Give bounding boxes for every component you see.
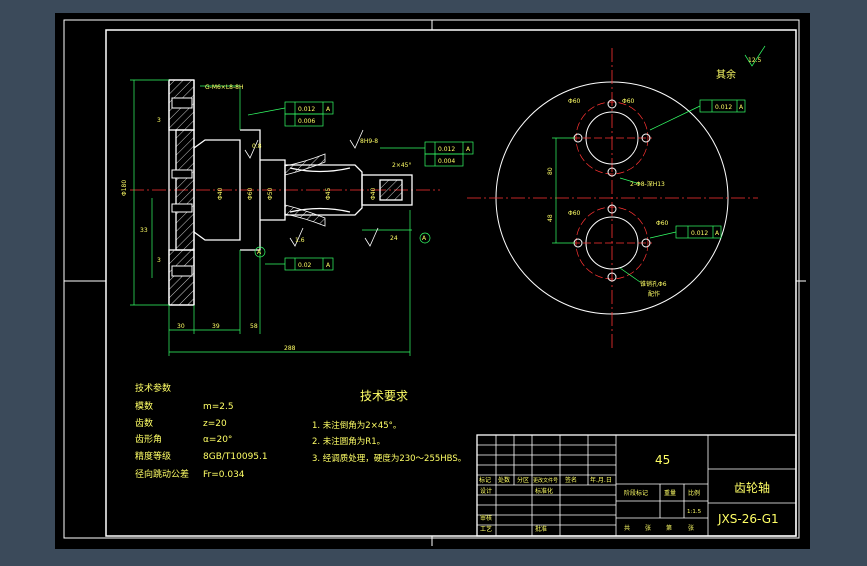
tb-review: 审核 (480, 514, 492, 522)
pos-tol-2: 0.012 (691, 230, 708, 237)
dim-58: 58 (250, 323, 258, 330)
tb-sheets-cur: 第 (666, 524, 672, 532)
tb-zhang2: 张 (688, 524, 694, 532)
flange-side-view: 12.5 其余 Φ60 Φ60 Φ60 Φ60 80 48 0.012 A 0.… (467, 45, 766, 348)
tech-param-label-0: 模数 (135, 400, 153, 412)
tech-param-value-2: α=20° (203, 435, 232, 445)
tb-h-fq: 分区 (517, 476, 529, 484)
roughness-marks (244, 129, 379, 247)
tb-h-cs: 处数 (498, 476, 510, 484)
tech-param-label-1: 齿数 (135, 417, 153, 429)
gdt3-val: 0.012 (438, 146, 455, 153)
tech-param-value-4: Fr=0.034 (203, 470, 245, 480)
tb-design: 设计 (480, 487, 492, 495)
title-block-text: 45 齿轮轴 JXS-26-G1 1:1.5 标记 处数 分区 更改文件号 签名… (479, 453, 779, 533)
pos-tol-1: 0.012 (715, 104, 732, 111)
dim-dia-left: Φ180 (121, 180, 128, 196)
tech-param-value-1: z=20 (203, 419, 227, 429)
tb-scale: 1:1.5 (687, 509, 702, 515)
vertical-dim2: 48 (547, 214, 554, 222)
hole-dia-4: Φ60 (656, 220, 669, 227)
centering-marks (64, 20, 806, 546)
tb-h-bj: 标记 (479, 476, 491, 484)
roughness-value: 12.5 (748, 57, 762, 64)
tb-drawing-no: JXS-26-G1 (717, 512, 779, 526)
hole-dia-2: Φ60 (622, 98, 635, 105)
dim-dia-mid1: Φ60 (247, 187, 254, 200)
tb-stdz: 标准化 (535, 487, 553, 495)
thread-note-side-2: 配作 (648, 290, 660, 298)
dim-dia-bore: Φ40 (217, 187, 224, 200)
tech-param-label-2: 齿形角 (135, 433, 162, 445)
pos-tol-2-ref: A (715, 230, 720, 237)
thread-note-side: 锥销孔Φ6 (640, 280, 667, 288)
tech-params-title: 技术参数 (135, 382, 171, 394)
title-block (476, 434, 797, 537)
hole-dia-3: Φ60 (568, 210, 581, 217)
sheet-background (55, 13, 810, 549)
tb-sheets-total: 共 (624, 524, 630, 532)
dim-39: 39 (212, 323, 220, 330)
tb-part-name: 齿轮轴 (734, 480, 770, 495)
chamfer-note: 2×45° (392, 162, 411, 169)
gdt5-val: 0.02 (298, 262, 312, 269)
tb-stage: 阶段标记 (624, 489, 648, 497)
flange-section (168, 79, 195, 306)
tech-params: 技术参数 模数 m=2.5 齿数 z=20 齿形角 α=20° 精度等级 8GB… (135, 382, 268, 480)
datum-a-2: A (422, 235, 427, 242)
requirement-2: 3. 经调质处理，硬度为230～255HBS。 (312, 453, 466, 464)
requirement-0: 1. 未注倒角为2×45°。 (312, 420, 401, 431)
pos-tol-1-ref: A (739, 104, 744, 111)
dim-dia-mid2: Φ50 (267, 187, 274, 200)
tb-scale-label: 比例 (688, 489, 700, 497)
tb-h-gwj: 更改文件号 (533, 477, 558, 484)
tb-process: 工艺 (480, 525, 492, 533)
tb-h-nyr: 年.月.日 (590, 476, 612, 484)
ra-08: 0.8 (252, 143, 262, 150)
dimension-lines (130, 79, 474, 356)
dim-3a: 3 (157, 117, 161, 124)
roughness-note: 其余 (716, 68, 736, 81)
tb-zhang1: 张 (645, 524, 651, 532)
gdt1-ref: A (326, 106, 331, 113)
thread-note: G-M6×L8-8H (205, 84, 244, 91)
dim-288: 288 (284, 345, 296, 352)
shaft-body (193, 129, 413, 251)
keyway-hatch (284, 204, 326, 227)
tech-param-label-4: 径向跳动公差 (135, 468, 189, 480)
drawing-border (105, 29, 797, 537)
gdt5-ref: A (326, 262, 331, 269)
shaft-front-view: G-M6×L8-8H 288 30 39 58 24 3 3 33 Φ180 Φ… (121, 79, 474, 356)
gdt2-val: 0.006 (298, 118, 315, 125)
tb-weight: 重量 (664, 489, 676, 497)
tech-param-label-3: 精度等级 (135, 450, 171, 462)
ra-16: 1.6 (295, 237, 305, 244)
vertical-dim: 80 (547, 167, 554, 175)
dim-30: 30 (177, 323, 185, 330)
gdt1-val: 0.012 (298, 106, 315, 113)
tb-h-qm: 签名 (565, 476, 577, 484)
hole-dia-1: Φ60 (568, 98, 581, 105)
tb-approve: 批准 (535, 525, 547, 533)
dim-dia-mid3: Φ45 (325, 187, 332, 200)
tech-param-value-0: m=2.5 (203, 402, 234, 412)
gdt4-val: 0.004 (438, 158, 455, 165)
holes-note: 2-Φ8-深H13 (630, 180, 665, 188)
dim-33: 33 (140, 227, 148, 234)
dim-24: 24 (390, 235, 398, 242)
tech-param-value-3: 8GB/T10095.1 (203, 452, 268, 462)
requirement-1: 2. 未注圆角为R1。 (312, 436, 385, 447)
requirements-title: 技术要求 (360, 389, 408, 403)
tech-requirements: 技术要求 1. 未注倒角为2×45°。 2. 未注圆角为R1。 3. 经调质处理… (312, 389, 466, 464)
datum-a-1: A (257, 249, 262, 256)
gdt3-ref: A (466, 146, 471, 153)
keyway-note: 8H9-8 (360, 138, 378, 145)
dim-dia-right: Φ40 (370, 187, 377, 200)
tb-material: 45 (655, 453, 670, 467)
dim-3b: 3 (157, 257, 161, 264)
